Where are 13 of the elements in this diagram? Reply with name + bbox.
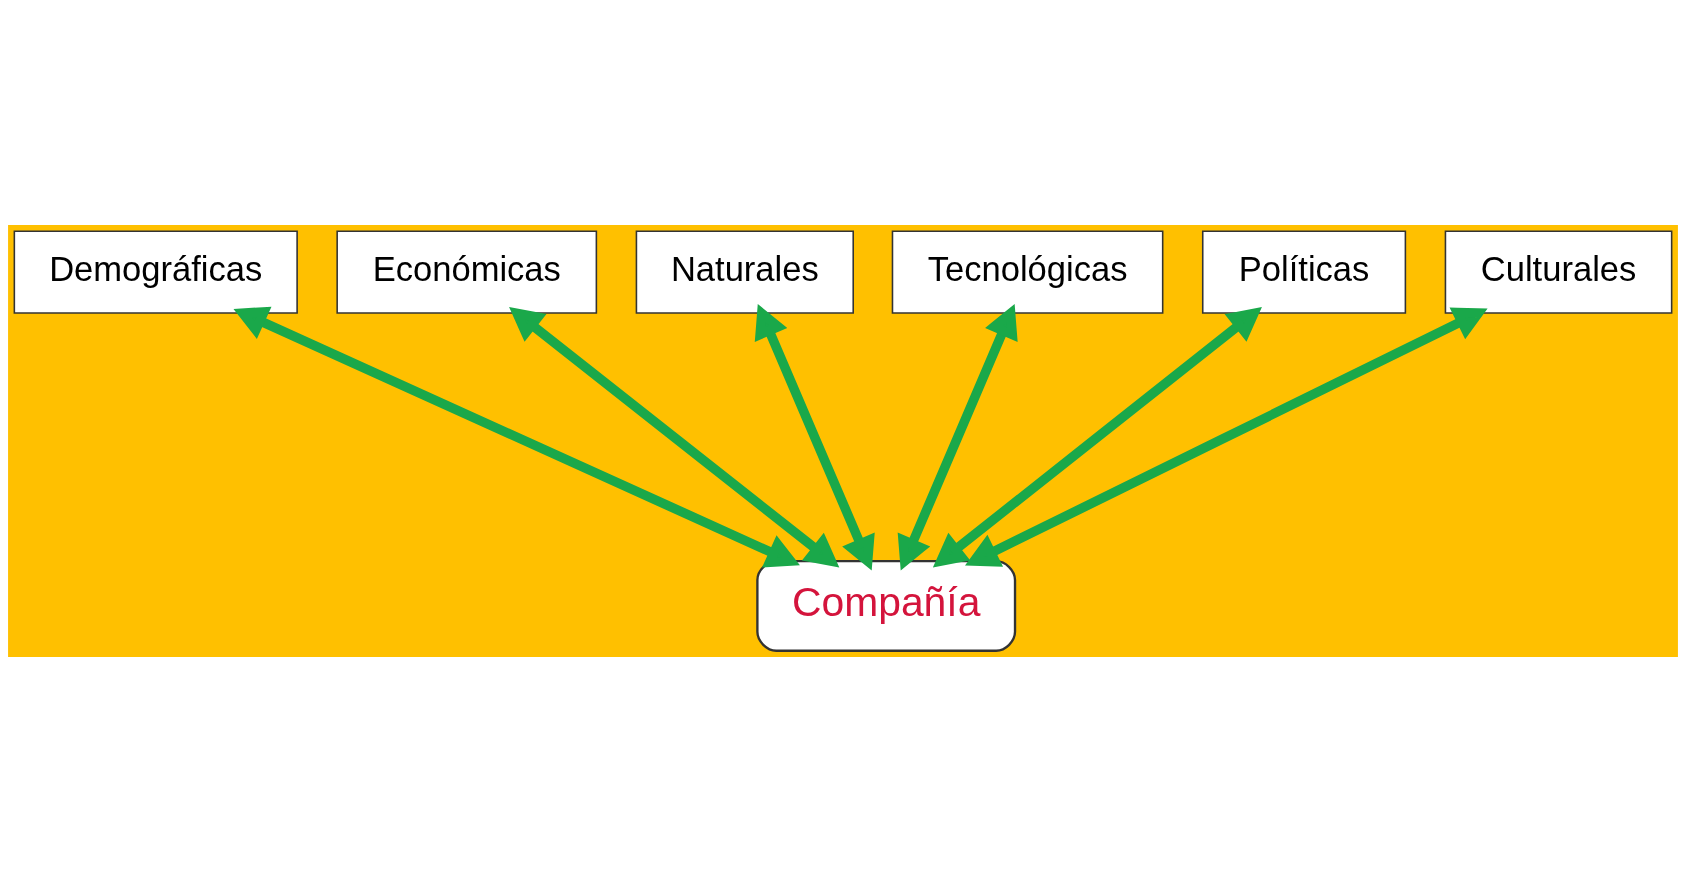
node-box: Políticas [1201,230,1407,314]
arrow [897,304,1018,571]
arrow [965,307,1488,567]
node-box: Compañía [756,560,1017,652]
arrow [932,307,1262,568]
node-box: Naturales [635,230,854,314]
node-box: Económicas [336,230,598,314]
node-box: Demográficas [13,230,298,314]
arrow [754,304,875,571]
node-box: Culturales [1444,230,1673,314]
node-box: Tecnológicas [891,230,1164,314]
arrow [509,307,840,568]
arrow [233,306,800,568]
